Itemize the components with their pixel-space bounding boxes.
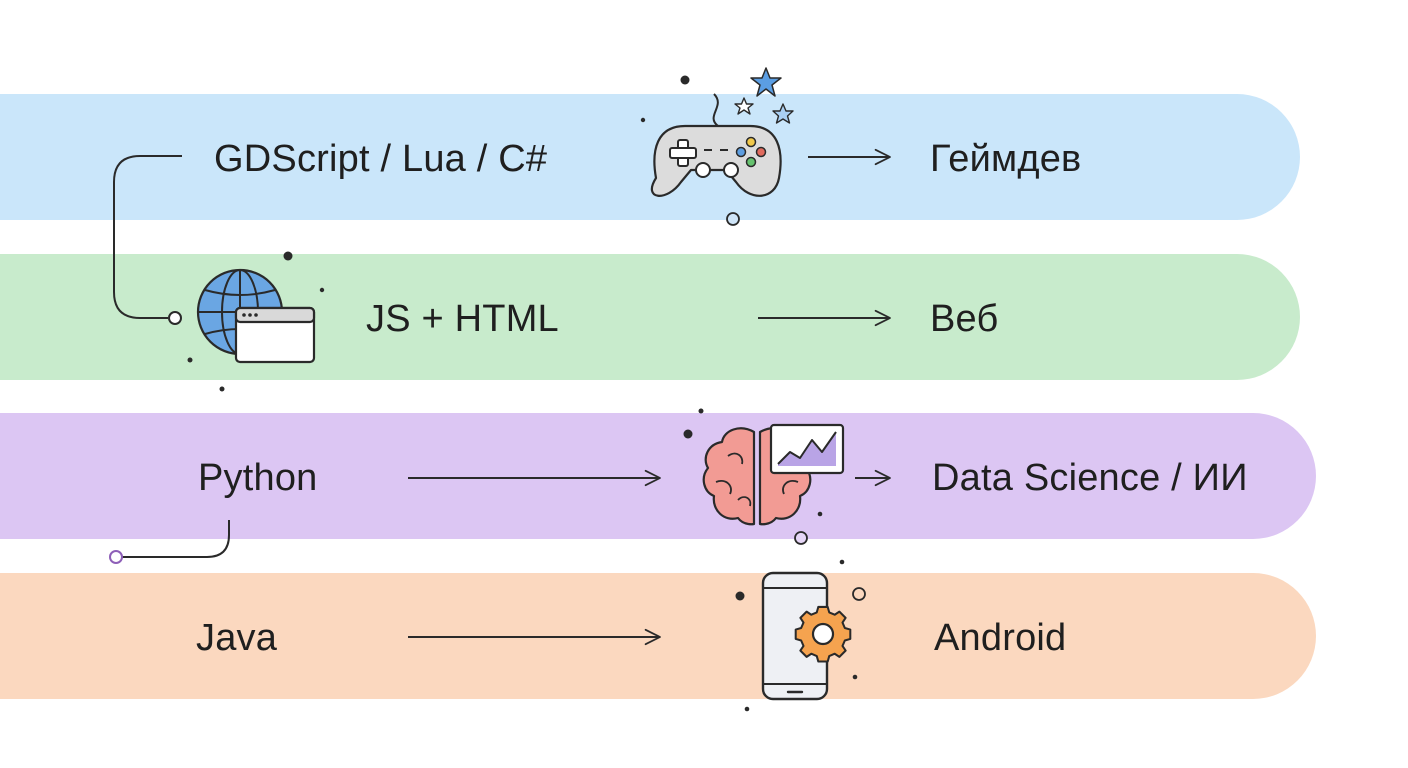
sparkle-dot — [683, 429, 693, 439]
sparkle-dot — [839, 559, 845, 565]
sparkle-dot — [735, 591, 745, 601]
sparkle-dot — [283, 251, 293, 261]
sparkle-dot — [852, 674, 858, 680]
language-label-js: JS + HTML — [366, 298, 559, 340]
sparkle-dot — [852, 587, 866, 601]
sparkle-dot — [794, 531, 808, 545]
star-icon — [750, 67, 782, 97]
field-label-data-science: Data Science / ИИ — [932, 457, 1248, 499]
connector-node-top — [168, 311, 182, 325]
field-label-web: Веб — [930, 298, 999, 340]
language-label-java: Java — [196, 617, 278, 659]
band-gamedev — [0, 94, 1300, 220]
sparkle-dot — [744, 706, 750, 712]
star-icon — [772, 103, 794, 124]
sparkle-dot — [817, 511, 823, 517]
gamepad-icon — [650, 93, 782, 197]
sparkle-dot — [698, 408, 704, 414]
sparkle-dot — [726, 212, 740, 226]
sparkle-dot — [680, 75, 690, 85]
connector-line-top — [113, 155, 182, 319]
sparkle-dot — [640, 117, 646, 123]
field-label-android: Android — [934, 617, 1067, 659]
phone-gear-icon — [761, 571, 852, 701]
sparkle-dot — [219, 386, 225, 392]
language-label-python: Python — [198, 457, 318, 499]
globe-browser-icon — [196, 268, 316, 364]
star-icon — [734, 97, 754, 115]
brain-chart-icon — [702, 423, 845, 526]
field-label-gamedev: Геймдев — [930, 138, 1082, 180]
language-label-gdscript: GDScript / Lua / C# — [214, 138, 548, 180]
sparkle-dot — [187, 357, 193, 363]
sparkle-dot — [319, 287, 325, 293]
connector-line-python — [122, 520, 230, 558]
connector-node-python — [109, 550, 123, 564]
